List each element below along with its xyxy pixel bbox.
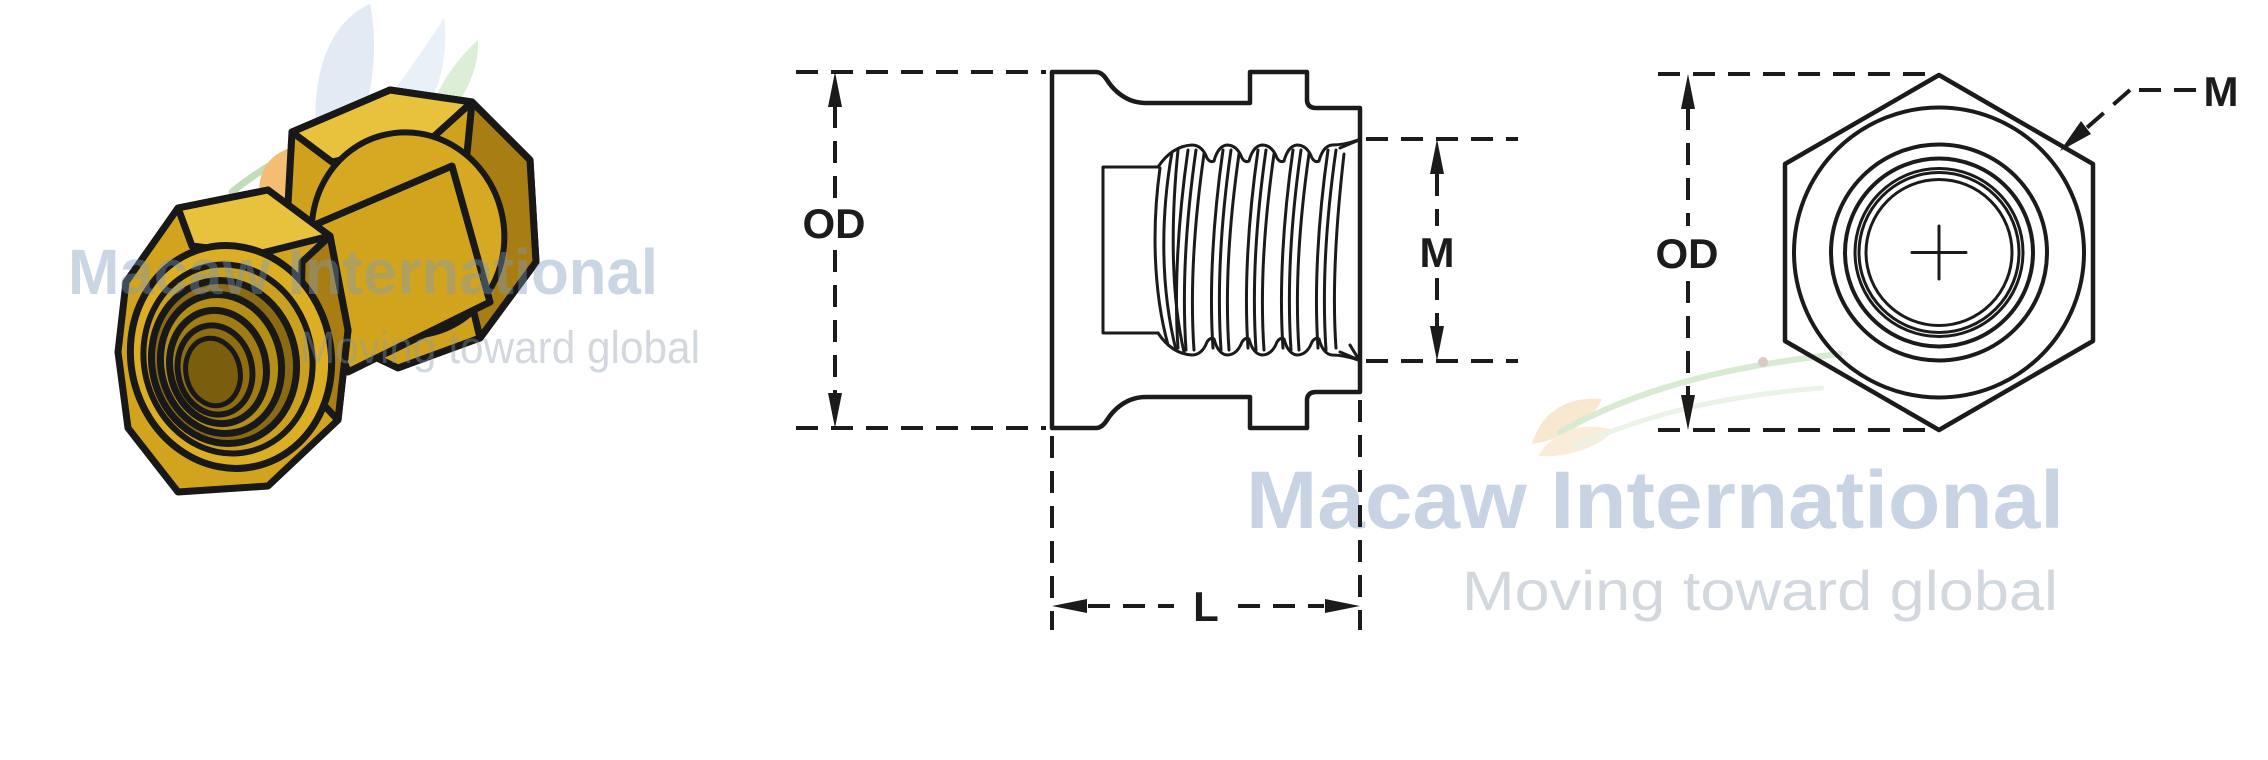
logo-petal-icon <box>1532 398 1602 444</box>
thread-flank-lines <box>1174 148 1346 352</box>
dimension-arrow-right <box>1325 599 1360 613</box>
front-od-dimension: OD <box>1656 72 1934 432</box>
side-od-label: OD <box>803 200 866 247</box>
thread-right-chamfer <box>1338 138 1361 362</box>
rear-flange-top-facet <box>288 86 476 166</box>
counterbore-lines <box>1101 165 1160 335</box>
thread-crest-top <box>1156 138 1360 169</box>
watermark-brand-bottom: Macaw International <box>1246 455 2064 546</box>
dimension-arrow-left <box>1052 599 1087 613</box>
side-l-dimension: L <box>1050 400 1362 630</box>
hex-outline <box>1782 72 2096 433</box>
extension-line <box>1366 137 1518 363</box>
side-outline-path <box>1049 69 1363 431</box>
thread-major-circle <box>1843 156 2035 349</box>
side-l-label: L <box>1193 583 1219 630</box>
thread-crest-bottom <box>1156 331 1360 362</box>
flange-circle <box>1792 105 2086 400</box>
iso-view-3d-part <box>114 86 540 496</box>
dimension-arrow-up <box>1430 139 1444 174</box>
dimension-arrow-up <box>828 72 842 107</box>
dimension-arrow-up <box>1681 74 1695 109</box>
thread-leadin <box>1153 148 1186 354</box>
bore-circle <box>1864 178 2014 327</box>
thread-circle <box>1857 171 2021 334</box>
logo-bird-swoosh-icon <box>1573 385 1825 449</box>
side-m-dimension: M <box>1366 137 1518 363</box>
neck-circle <box>1829 142 2049 363</box>
logo-bird-eye-icon <box>1758 357 1768 367</box>
logo-petal-icon <box>1538 426 1614 457</box>
dimension-arrow-down <box>828 393 842 428</box>
center-cross <box>1910 224 1968 281</box>
leader-arrow <box>2060 121 2091 151</box>
extension-line <box>1658 72 1934 432</box>
watermark-tagline-bottom: Moving toward global <box>1462 559 2058 622</box>
watermark-brand-left: Macaw International <box>68 236 658 308</box>
brand-logo-small <box>1532 351 1843 457</box>
extension-line <box>796 70 1046 430</box>
logo-bird-swoosh-icon <box>1557 351 1843 435</box>
watermark-tagline-left: Moving toward global <box>300 322 700 373</box>
front-m-label: M <box>2204 68 2239 115</box>
dimension-arrow-down <box>1430 326 1444 361</box>
front-flange-top-facet <box>174 186 334 258</box>
extension-line <box>1050 400 1362 630</box>
thread-circle <box>1853 167 2025 338</box>
leader-line <box>2064 88 2196 148</box>
front-hex-view: OD M <box>1656 68 2239 433</box>
dimension-arrow-down <box>1681 395 1695 430</box>
side-section-view: OD M L <box>796 69 1518 630</box>
thread-ring <box>183 335 243 409</box>
front-m-leader: M <box>2060 68 2239 151</box>
front-od-label: OD <box>1656 230 1719 277</box>
side-m-label: M <box>1420 229 1455 276</box>
side-od-dimension: OD <box>796 70 1046 430</box>
